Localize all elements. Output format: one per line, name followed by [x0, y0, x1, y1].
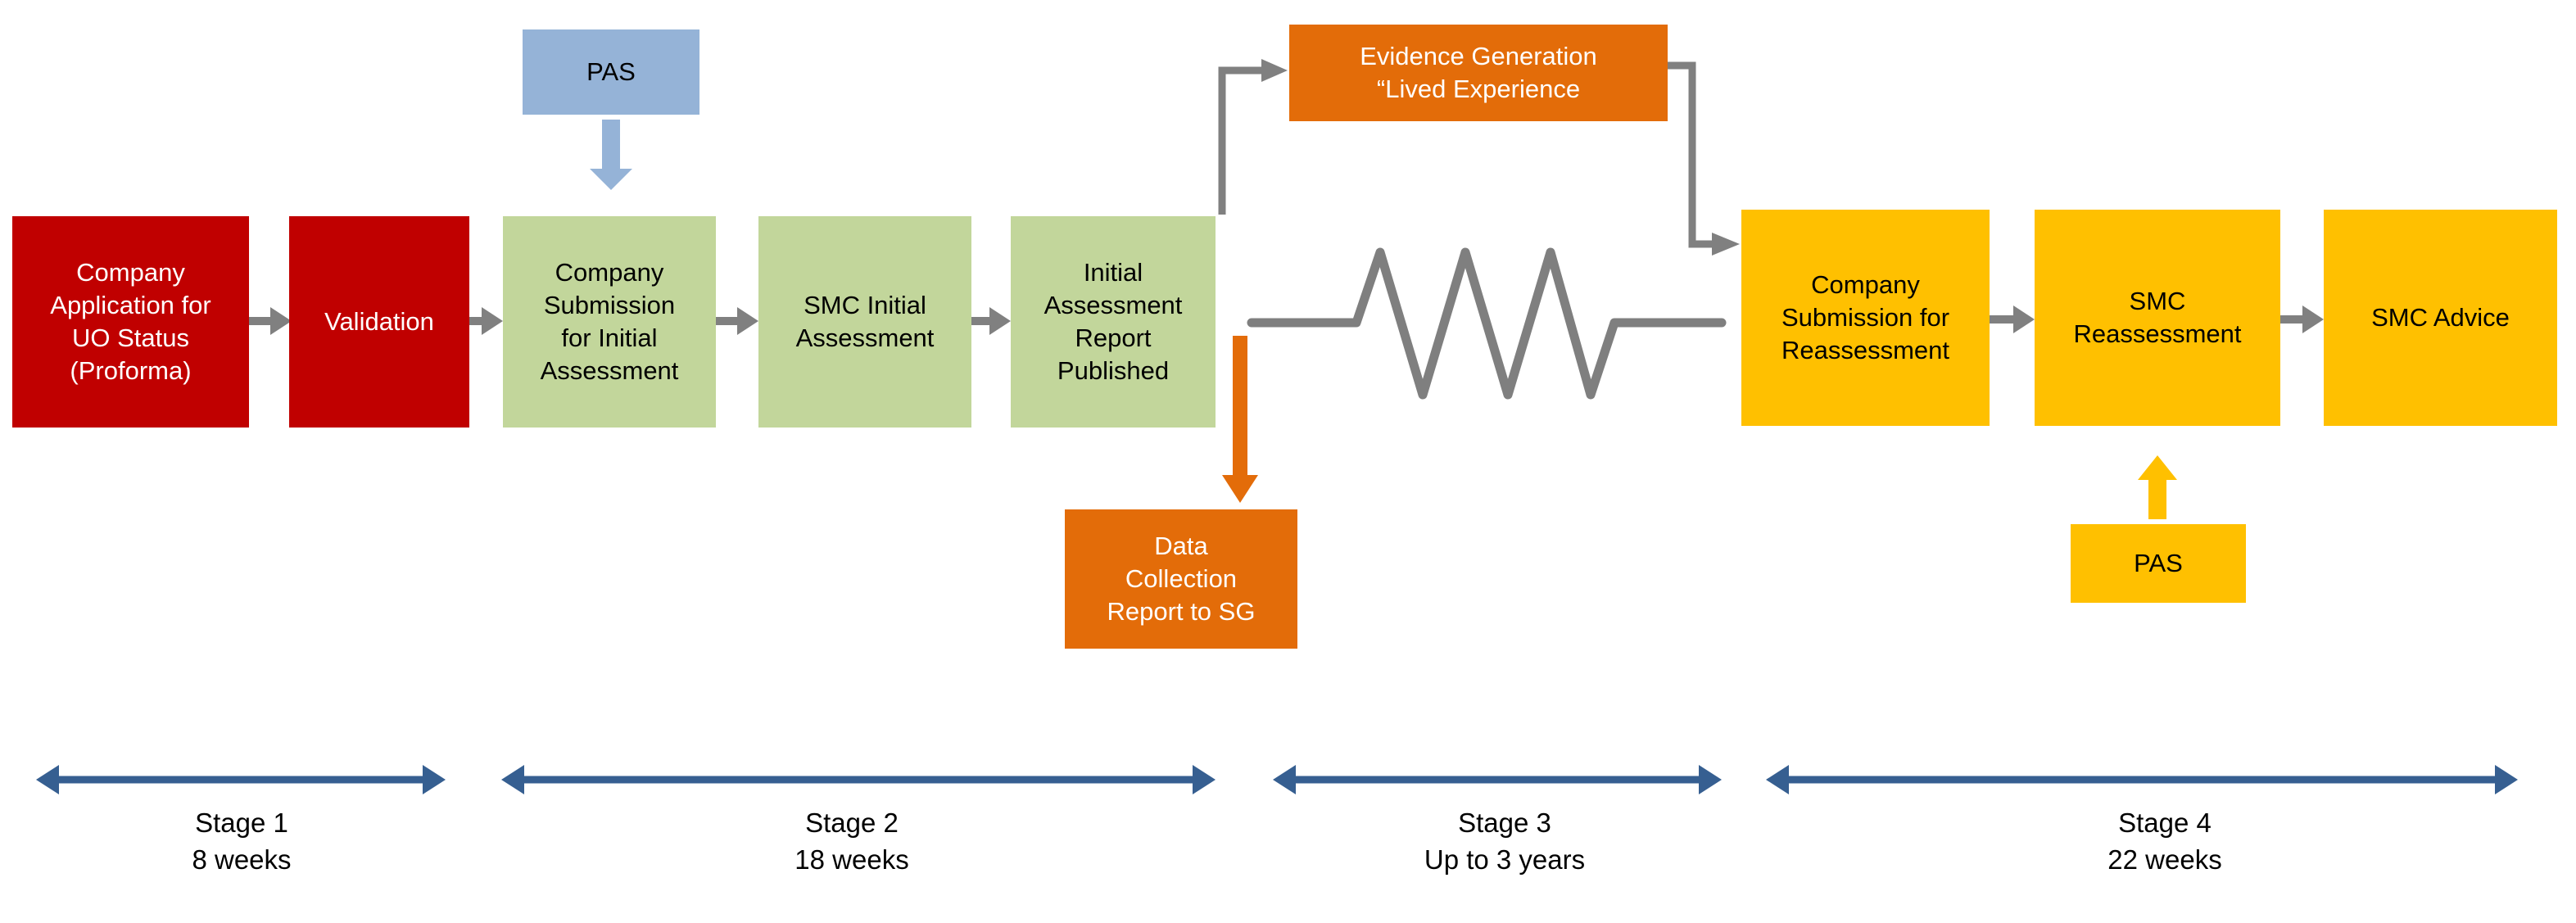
stage3-label: Stage 3 Up to 3 years — [1333, 804, 1677, 878]
flow-arrow-reassess-submission-to-smc — [1990, 305, 2035, 333]
flow-box-company-application: Company Application for UO Status (Profo… — [12, 216, 249, 428]
stage2-duration-arrow — [501, 765, 1216, 794]
flow-arrow-smc-reassess-to-advice — [2280, 305, 2324, 333]
stage1-duration-arrow — [36, 765, 446, 794]
stage3-duration-arrow — [1273, 765, 1722, 794]
stage3-name: Stage 3 — [1458, 808, 1551, 838]
elbow-arrow-evidence-to-reassessment — [1668, 61, 1740, 256]
stage1-label: Stage 1 8 weeks — [70, 804, 414, 878]
stage2-duration: 18 weeks — [795, 844, 909, 875]
stage2-label: Stage 2 18 weeks — [680, 804, 1024, 878]
stage1-name: Stage 1 — [195, 808, 288, 838]
flow-box-data-collection: Data Collection Report to SG — [1065, 509, 1297, 649]
elbow-arrow-report-to-evidence — [1218, 59, 1288, 215]
stage4-duration-arrow — [1766, 765, 2518, 794]
flow-box-company-submission-reassessment: Company Submission for Reassessment — [1741, 210, 1990, 426]
flow-arrow-smc-initial-to-report — [971, 307, 1011, 335]
flow-box-smc-reassessment: SMC Reassessment — [2035, 210, 2280, 426]
flow-arrow-validation-to-submission — [469, 307, 503, 335]
data-collection-down-arrow — [1222, 336, 1258, 503]
flow-box-evidence-generation: Evidence Generation “Lived Experience — [1289, 25, 1668, 121]
flow-box-validation: Validation — [289, 216, 469, 428]
resistor-zigzag-connector — [1247, 247, 1727, 400]
stage2-name: Stage 2 — [805, 808, 899, 838]
stage4-name: Stage 4 — [2118, 808, 2212, 838]
flow-arrow-submission-to-smc-initial — [716, 307, 758, 335]
flow-box-smc-advice: SMC Advice — [2324, 210, 2557, 426]
stage1-duration: 8 weeks — [192, 844, 292, 875]
stage4-duration: 22 weeks — [2107, 844, 2222, 875]
pas-initial-down-arrow — [590, 120, 632, 190]
pas-reassessment-up-arrow — [2138, 455, 2177, 519]
stage4-label: Stage 4 22 weeks — [1993, 804, 2337, 878]
flow-box-company-submission-initial: Company Submission for Initial Assessmen… — [503, 216, 716, 428]
flow-arrow-application-to-validation — [249, 307, 292, 335]
flow-box-initial-assessment-report: Initial Assessment Report Published — [1011, 216, 1216, 428]
flow-box-smc-initial-assessment: SMC Initial Assessment — [758, 216, 971, 428]
stage3-duration: Up to 3 years — [1424, 844, 1586, 875]
flow-box-pas-initial: PAS — [523, 29, 699, 115]
flow-box-pas-reassessment: PAS — [2071, 524, 2246, 603]
